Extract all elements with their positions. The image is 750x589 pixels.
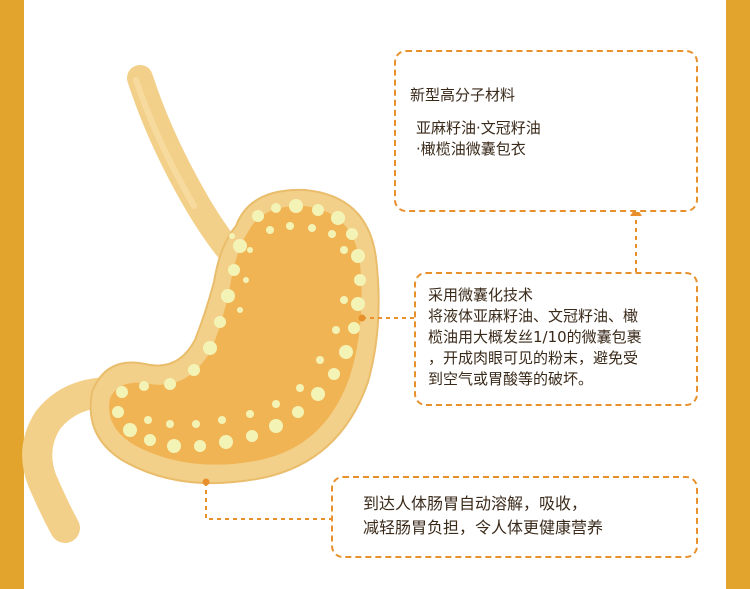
bubble-38 — [316, 356, 324, 364]
microcapsule-bubbles — [112, 199, 366, 453]
tech-line-1: 采用微囊化技术 — [428, 286, 534, 304]
bubble-17 — [194, 440, 206, 452]
bubble-37 — [332, 326, 340, 334]
bubble-2 — [289, 199, 303, 213]
bubble-6 — [351, 249, 365, 263]
tech-line-2: 将液体亚麻籽油、文冠籽油、橄 — [428, 307, 639, 325]
bubble-31 — [266, 226, 274, 234]
bubble-42 — [218, 416, 226, 424]
bubble-15 — [246, 430, 258, 442]
bubble-4 — [331, 211, 345, 225]
bubble-47 — [247, 247, 253, 253]
bubble-21 — [112, 406, 124, 418]
tech-line-3: 榄油用大概发丝1/10的微囊包裹 — [428, 328, 642, 346]
bubble-20 — [123, 423, 137, 437]
bubble-48 — [243, 277, 249, 283]
bubble-14 — [269, 419, 283, 433]
bubble-18 — [167, 439, 181, 453]
label-oils-line1: 亚麻籽油·文冠籽油 — [416, 119, 541, 137]
bubble-19 — [144, 434, 156, 446]
bubble-41 — [246, 410, 254, 418]
bubble-30 — [233, 239, 247, 253]
bubble-33 — [308, 224, 316, 232]
bubble-45 — [144, 416, 152, 424]
bubble-24 — [164, 378, 176, 390]
bubble-34 — [328, 230, 336, 238]
bubble-43 — [192, 420, 200, 428]
bubble-29 — [228, 264, 240, 276]
tech-line-5: 到空气或胃酸等的破坏。 — [428, 370, 594, 388]
bubble-32 — [286, 222, 294, 230]
connector-to-intestine — [205, 482, 332, 520]
label-oils-line2: ·橄榄油微囊包衣 — [416, 140, 526, 158]
bubble-7 — [354, 274, 366, 286]
bubble-28 — [221, 289, 235, 303]
bubble-1 — [271, 203, 281, 213]
bubble-35 — [340, 246, 348, 254]
esophagus-highlight — [133, 77, 197, 209]
tech-callout — [414, 272, 698, 406]
digest-line-2: 减轻肠胃负担，令人体更健康营养 — [363, 518, 604, 537]
bubble-5 — [346, 228, 358, 240]
bubble-27 — [214, 316, 226, 328]
duodenum — [22, 377, 127, 543]
bubble-49 — [237, 307, 243, 313]
digest-line-1: 到达人体肠胃自动溶解，吸收， — [363, 494, 588, 513]
bubble-39 — [296, 384, 304, 392]
digest-callout — [331, 476, 698, 558]
bubble-0 — [252, 210, 264, 222]
label-material: 新型高分子材料 — [410, 86, 516, 104]
bubble-36 — [340, 296, 348, 304]
bubble-44 — [166, 420, 174, 428]
bubble-23 — [139, 381, 149, 391]
bubble-26 — [203, 341, 217, 355]
tech-line-4: ，开成肉眼可见的粉末，避免受 — [428, 349, 639, 367]
bubble-10 — [339, 345, 353, 359]
esophagus — [127, 65, 253, 275]
bubble-16 — [219, 435, 233, 449]
bubble-8 — [351, 297, 365, 311]
bubble-12 — [311, 387, 325, 401]
bubble-22 — [116, 386, 128, 398]
bubble-25 — [188, 364, 200, 376]
bubble-11 — [328, 368, 340, 380]
bubble-40 — [272, 400, 280, 408]
stomach-inner — [109, 205, 362, 465]
capsule-callout — [394, 50, 698, 212]
bubble-46 — [229, 233, 235, 239]
bubble-3 — [312, 204, 324, 216]
bubble-9 — [348, 322, 360, 334]
bubble-13 — [292, 406, 304, 418]
